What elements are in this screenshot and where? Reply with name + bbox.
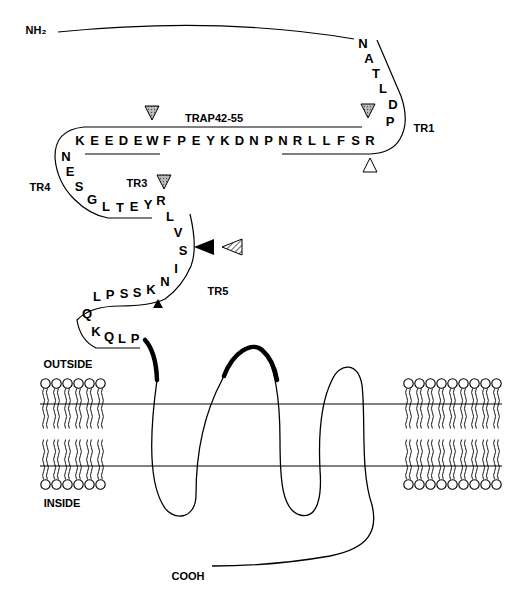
site-marker — [145, 106, 159, 120]
amino-acid-residue: S — [351, 134, 360, 147]
receptor-backbone — [152, 346, 374, 566]
region-label: TR5 — [208, 286, 229, 297]
region-label: TR1 — [414, 123, 435, 134]
amino-acid-residue: N — [249, 134, 258, 147]
amino-acid-residue: P — [131, 332, 140, 345]
amino-acid-residue: S — [75, 180, 84, 193]
amino-acid-residue: P — [386, 115, 395, 128]
side-label: OUTSIDE — [44, 359, 93, 370]
membrane-line — [40, 404, 502, 405]
region-label: TR3 — [127, 178, 148, 189]
amino-acid-residue: R — [365, 134, 374, 147]
amino-acid-residue: N — [61, 150, 70, 163]
amino-acid-residue: E — [105, 134, 114, 147]
amino-acid-residue: Y — [206, 134, 215, 147]
cleavage-marker — [363, 158, 377, 172]
site-marker — [222, 239, 242, 255]
amino-acid-residue: F — [163, 134, 171, 147]
amino-acid-residue: P — [106, 288, 115, 301]
amino-acid-residue: K — [75, 134, 84, 147]
side-label: INSIDE — [44, 498, 81, 509]
thick-segment — [145, 340, 157, 380]
chain-outline — [55, 25, 405, 348]
lipid-leaflet — [403, 438, 502, 490]
amino-acid-residue: N — [358, 37, 367, 50]
lipid-leaflet — [40, 438, 106, 490]
amino-acid-residue: G — [87, 193, 97, 206]
amino-acid-residue: F — [337, 134, 345, 147]
chain-line — [58, 25, 354, 39]
amino-acid-residue: R — [293, 134, 302, 147]
amino-acid-residue: E — [130, 200, 139, 213]
amino-acid-residue: P — [177, 134, 186, 147]
amino-acid-residue: V — [174, 226, 183, 239]
amino-acid-residue: K — [220, 134, 229, 147]
amino-acid-residue: Q — [104, 330, 114, 343]
amino-acid-residue: D — [235, 134, 244, 147]
trap-bracket — [150, 126, 362, 127]
amino-acid-residue: L — [102, 200, 110, 213]
amino-acid-residue: Q — [82, 307, 92, 320]
amino-acid-residue: S — [133, 286, 142, 299]
amino-acid-residue: S — [120, 287, 129, 300]
amino-acid-residue: N — [278, 134, 287, 147]
thick-segment — [224, 347, 277, 380]
amino-acid-residue: E — [192, 134, 201, 147]
membrane-line — [40, 466, 502, 467]
amino-acid-residue: N — [160, 275, 169, 288]
amino-acid-residue: R — [156, 194, 165, 207]
amino-acid-residue: L — [118, 332, 126, 345]
amino-acid-residue: L — [308, 134, 316, 147]
chain-line — [77, 214, 194, 348]
amino-acid-residue: Y — [144, 198, 153, 211]
amino-acid-residue: L — [166, 210, 174, 223]
amino-acid-residue: P — [264, 134, 273, 147]
site-marker — [153, 299, 163, 308]
site-marker — [361, 104, 375, 118]
cleavage-marker — [194, 239, 214, 255]
amino-acid-residue: W — [146, 134, 158, 147]
amino-acid-residue: E — [90, 134, 99, 147]
terminus-label: COOH — [172, 571, 205, 582]
amino-acid-residue: E — [134, 134, 143, 147]
amino-acid-residue: D — [388, 98, 397, 111]
terminus-label: NH₂ — [26, 25, 47, 36]
amino-acid-residue: A — [364, 52, 373, 65]
amino-acid-residue: D — [119, 134, 128, 147]
amino-acid-residue: T — [116, 201, 124, 214]
amino-acid-residue: L — [323, 134, 331, 147]
amino-acid-residue: S — [179, 244, 188, 257]
amino-acid-residue: T — [372, 67, 380, 80]
amino-acid-residue: L — [93, 290, 101, 303]
chain-line — [55, 127, 152, 218]
amino-acid-residue: I — [174, 262, 178, 275]
tr3-bracket — [85, 153, 160, 154]
peptide-label: TRAP42-55 — [185, 113, 243, 124]
region-label: TR4 — [30, 182, 51, 193]
amino-acid-residue: K — [91, 325, 100, 338]
amino-acid-residue: E — [66, 165, 75, 178]
site-marker — [157, 175, 171, 189]
amino-acid-residue: L — [379, 82, 387, 95]
chain-line — [282, 40, 405, 154]
amino-acid-residue: K — [146, 283, 155, 296]
